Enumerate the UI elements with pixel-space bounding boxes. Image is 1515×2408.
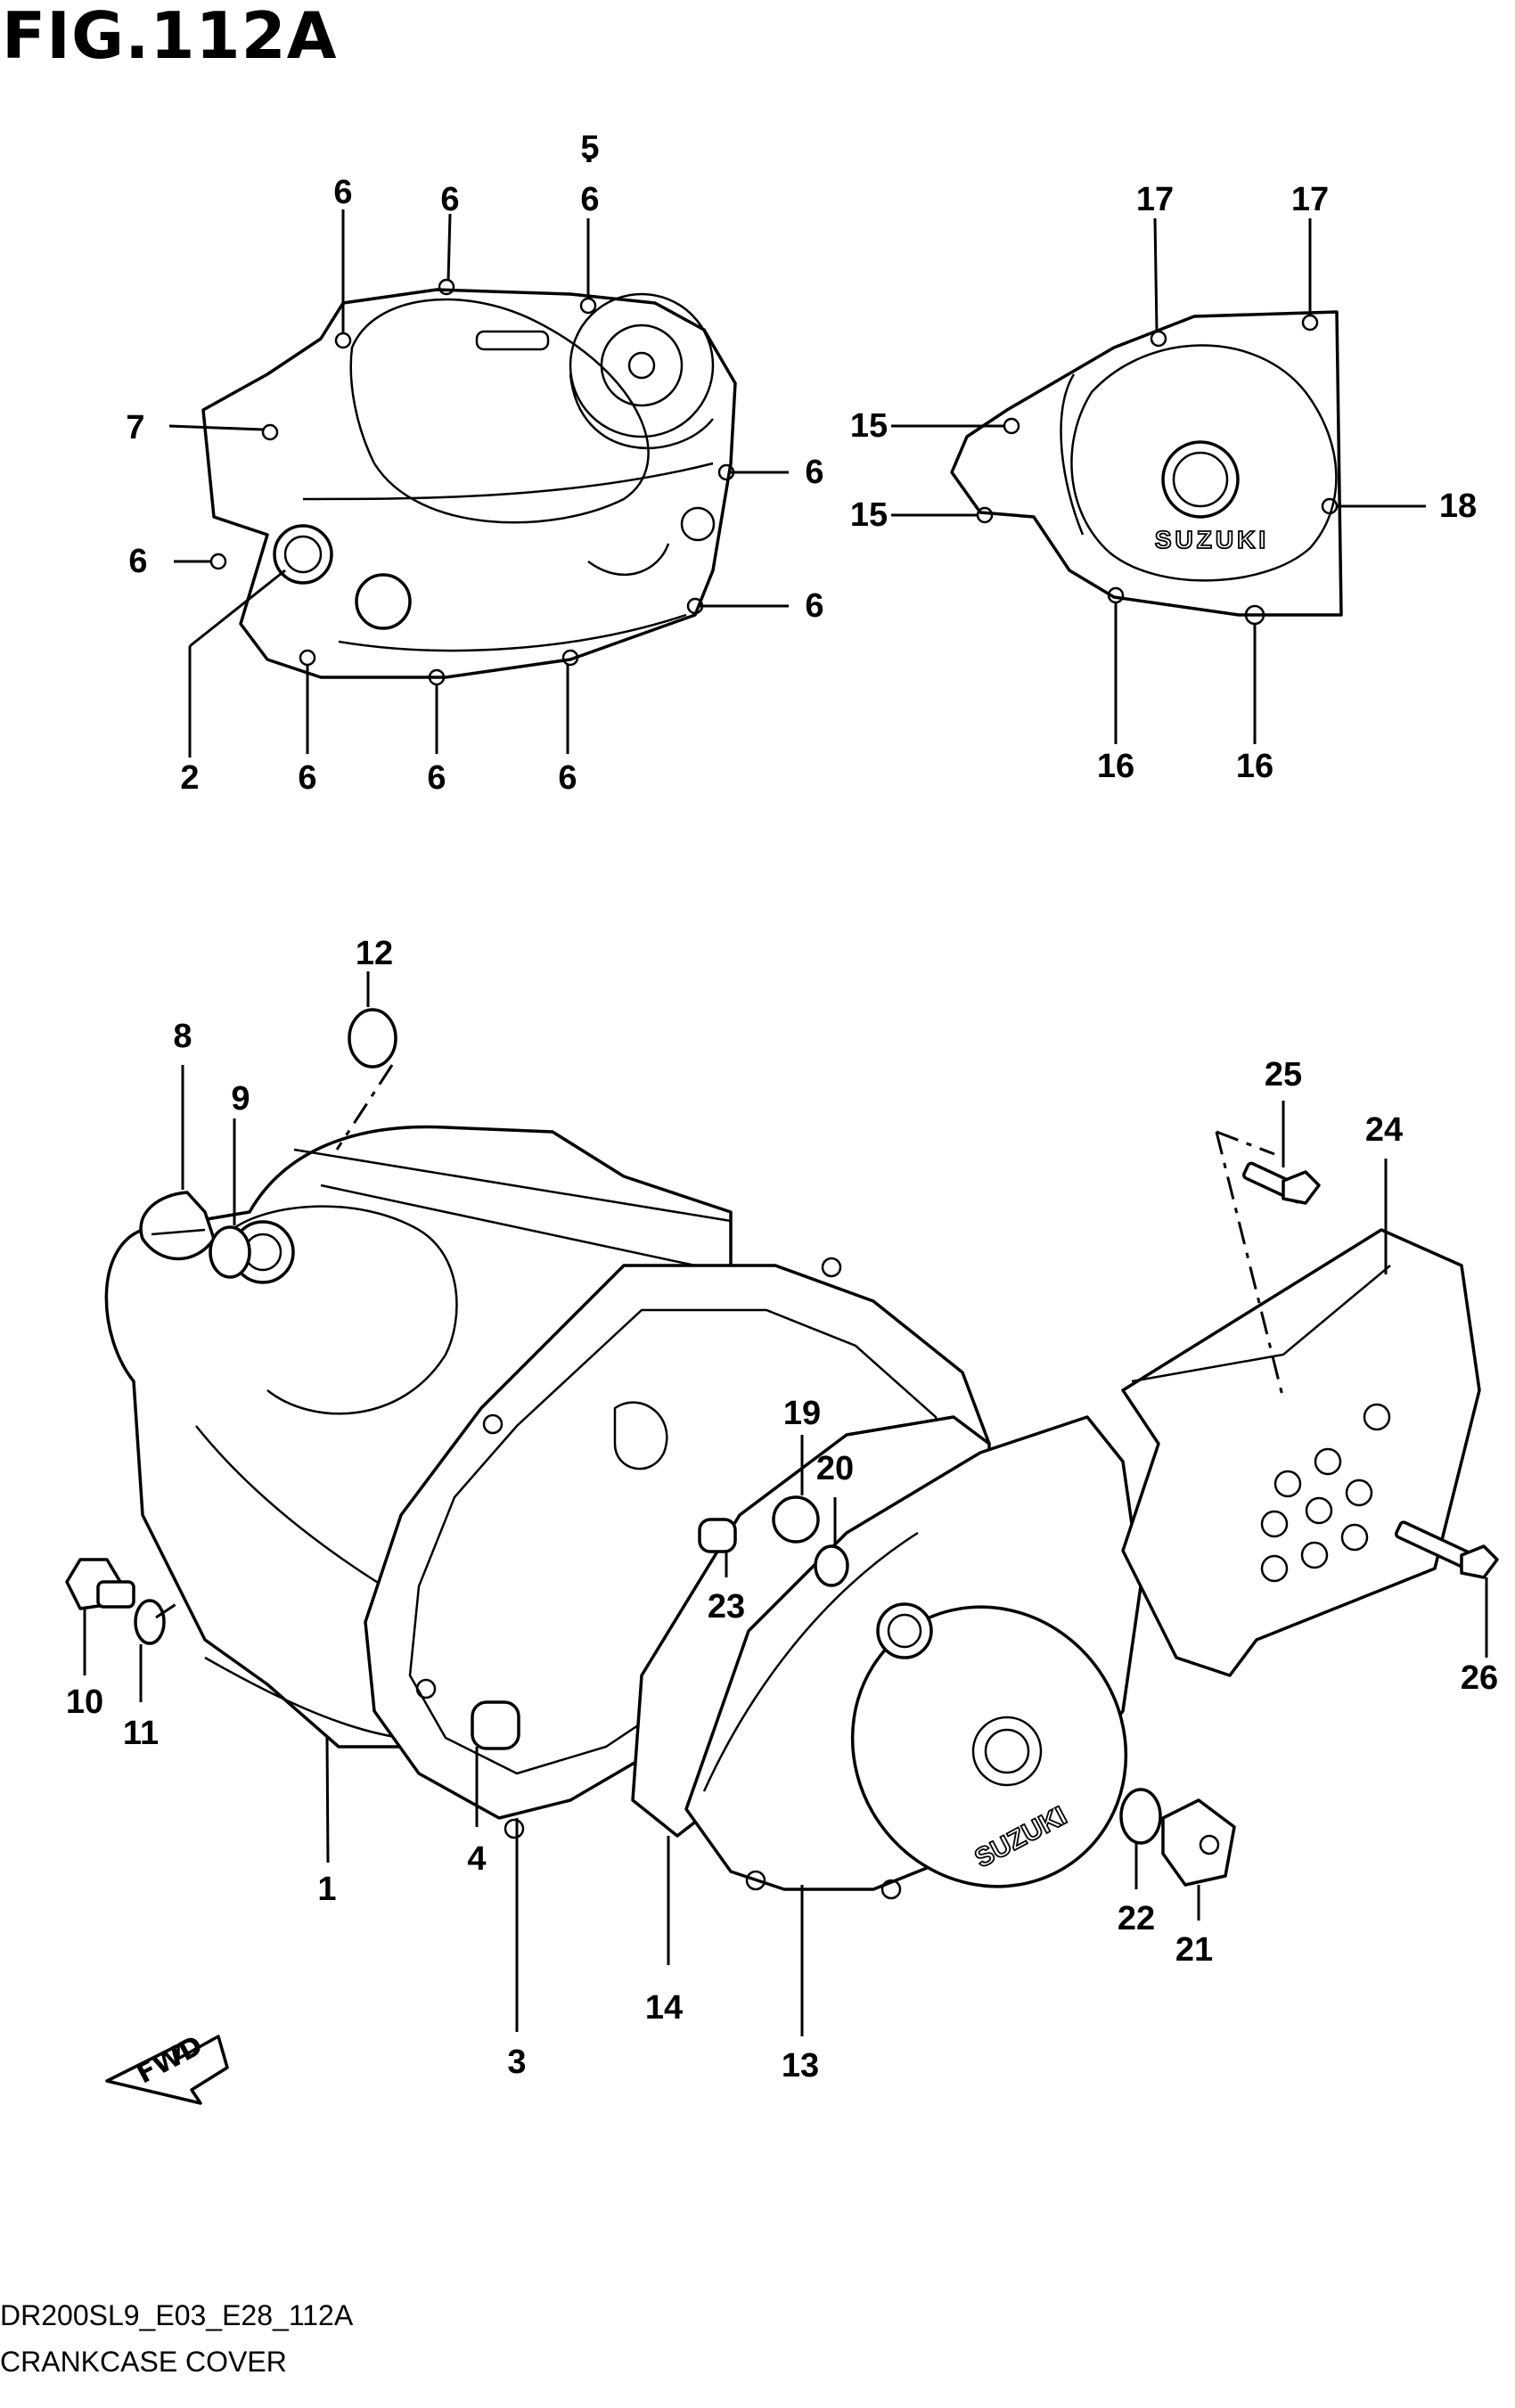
label-10: 10 — [66, 1683, 103, 1721]
label-6-d: 6 — [805, 454, 823, 491]
label-16-a: 16 — [1097, 748, 1134, 785]
part-19-plug — [772, 1495, 820, 1544]
label-26: 26 — [1461, 1659, 1498, 1697]
label-6-h: 6 — [427, 759, 446, 797]
part-20-o-ring — [814, 1544, 849, 1587]
figure-title: FIG.112A — [2, 0, 338, 73]
clutch-cover-inset: 6 6 5 · 6 7 6 6 6 2 6 6 6 — [126, 129, 823, 797]
label-17-a: 17 — [1136, 181, 1174, 218]
part-22-o-ring — [1119, 1788, 1162, 1845]
part-24-sprocket-guard — [1121, 1228, 1481, 1677]
label-11: 11 — [123, 1715, 159, 1752]
part-10-drain-plug — [65, 1558, 135, 1610]
label-14: 14 — [645, 1989, 683, 2027]
label-12: 12 — [356, 935, 393, 972]
inset-suzuki-logo: SUZUKI — [1155, 526, 1269, 553]
label-1: 1 — [317, 1871, 336, 1908]
label-6-i: 6 — [558, 759, 577, 797]
label-25: 25 — [1265, 1056, 1302, 1093]
label-6-c: 6 — [580, 181, 599, 218]
label-6-b: 6 — [440, 181, 459, 218]
label-19: 19 — [783, 1395, 821, 1432]
label-6-f: 6 — [805, 587, 823, 625]
diagram-name: CRANKCASE COVER — [0, 2346, 287, 2378]
part-4-dowel-pin — [471, 1700, 520, 1750]
label-18: 18 — [1439, 487, 1477, 525]
label-15-b: 15 — [850, 496, 888, 534]
label-23: 23 — [708, 1588, 745, 1626]
part-25-bolt — [1242, 1161, 1321, 1205]
label-3: 3 — [507, 2044, 526, 2081]
part-26-bolt — [1394, 1520, 1499, 1579]
label-4: 4 — [467, 1840, 486, 1878]
clutch-cover-outline — [201, 288, 737, 679]
label-9: 9 — [231, 1080, 250, 1118]
label-21: 21 — [1175, 1931, 1213, 1969]
fwd-arrow: FWD — [105, 2030, 229, 2105]
svg-text:·: · — [585, 142, 596, 179]
part-11-gasket-washer — [134, 1599, 166, 1645]
label-24: 24 — [1365, 1111, 1403, 1149]
label-5: 5 — [580, 129, 599, 167]
label-17-b: 17 — [1291, 181, 1329, 218]
label-15-a: 15 — [850, 407, 888, 445]
label-16-b: 16 — [1236, 748, 1273, 785]
label-2: 2 — [180, 759, 199, 797]
exploded-view: SUZUKI — [65, 935, 1499, 2105]
label-20: 20 — [816, 1450, 854, 1487]
magneto-cover-outline — [950, 310, 1343, 617]
label-6-a: 6 — [333, 174, 352, 211]
part-9-o-ring — [209, 1225, 251, 1279]
part-23-dowel-pin — [698, 1518, 737, 1553]
label-6-e: 6 — [128, 543, 147, 580]
label-6-g: 6 — [298, 759, 316, 797]
label-22: 22 — [1118, 1900, 1155, 1937]
diagram-code: DR200SL9_E03_E28_112A — [0, 2299, 354, 2331]
label-7: 7 — [126, 409, 144, 446]
magneto-cover-inset: SUZUKI 15 15 17 17 18 16 16 — [850, 181, 1477, 785]
part-8-oil-filler-cap — [139, 1191, 216, 1261]
part-12-oil-seal — [348, 1008, 397, 1069]
label-8: 8 — [173, 1018, 192, 1055]
label-13: 13 — [782, 2047, 819, 2084]
part-21-timing-plug — [1161, 1798, 1236, 1887]
